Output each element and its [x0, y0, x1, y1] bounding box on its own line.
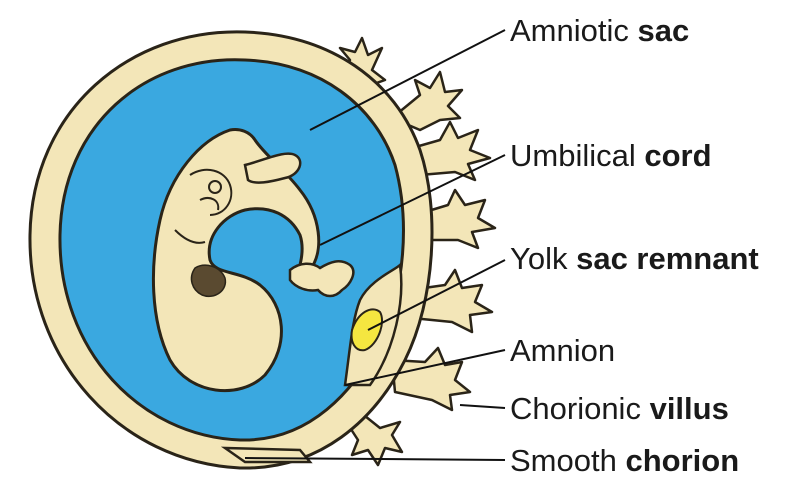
- label-chorionic-villus-plain: Chorionic: [510, 391, 641, 426]
- label-umbilical-cord-bold: cord: [644, 138, 711, 173]
- label-yolk-sac-remnant-bold: sac remnant: [576, 241, 759, 276]
- label-chorionic-villus: Chorionic villus: [510, 393, 729, 424]
- label-yolk-sac-remnant: Yolk sac remnant: [510, 243, 759, 274]
- label-amniotic-sac: Amniotic sac: [510, 15, 689, 46]
- label-smooth-chorion-plain: Smooth: [510, 443, 617, 478]
- label-amniotic-sac-bold: sac: [638, 13, 690, 48]
- label-chorionic-villus-bold: villus: [650, 391, 729, 426]
- label-smooth-chorion-bold: chorion: [625, 443, 739, 478]
- label-amniotic-sac-plain: Amniotic: [510, 13, 629, 48]
- label-smooth-chorion: Smooth chorion: [510, 445, 739, 476]
- label-yolk-sac-remnant-plain: Yolk: [510, 241, 567, 276]
- leader-chorionic-villus: [460, 405, 505, 408]
- label-umbilical-cord: Umbilical cord: [510, 140, 712, 171]
- label-umbilical-cord-plain: Umbilical: [510, 138, 636, 173]
- label-amnion-plain: Amnion: [510, 333, 615, 368]
- label-amnion: Amnion: [510, 335, 615, 366]
